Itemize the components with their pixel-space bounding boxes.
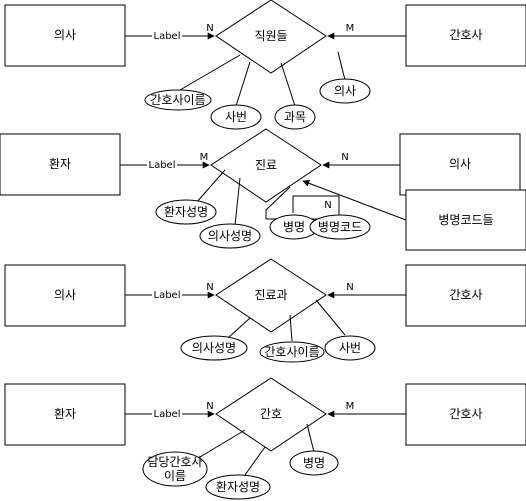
entity-doctor[interactable] [4,4,126,67]
attr-employee-id[interactable] [324,335,376,361]
attr-patient-name[interactable] [155,199,217,225]
cardinality-right: M [346,23,355,34]
section-2: 환자 의사 병명코드들 진료 Label M N N 환자성명 의사성명 병명 … [0,128,526,251]
edge-label: Label [149,160,176,171]
attr-label: 간호사이름 [150,93,205,107]
attr-label: 간호사이름 [264,345,319,359]
attr-label: 의사성명 [192,341,236,355]
attr-label: 의사성명 [208,229,252,243]
attr-label: 이름 [164,469,186,483]
cardinality-self: N [324,200,331,211]
attr-line [306,423,315,453]
relation-treatment[interactable] [210,128,322,203]
entity-patient-label: 환자 [54,407,76,421]
entity-doctor[interactable] [4,264,126,327]
attr-doctor-name[interactable] [180,335,248,361]
cardinality-left: N [206,23,213,34]
cardinality-left: N [206,282,213,293]
attr-label: 담당간호사 [147,455,202,469]
entity-nurse-label: 간호사 [449,28,482,42]
attr-doctor[interactable] [319,78,371,104]
edge-label: Label [154,290,181,301]
relation-care[interactable] [215,377,327,452]
relation-department-label: 진료과 [254,288,287,302]
entity-nurse-label: 간호사 [449,407,482,421]
attr-nurse-name[interactable] [144,89,212,111]
cardinality-right: M [346,401,355,412]
attr-doctor-name[interactable] [199,223,261,249]
edge-label: Label [154,31,181,42]
cardinality-left: M [200,152,209,163]
cardinality-left: N [206,401,213,412]
edge-codes-treatment[interactable] [302,179,407,221]
attr-line [234,177,241,226]
attr-label: 병명코드 [318,220,362,234]
attr-line [179,54,241,91]
entity-patient-label: 환자 [49,157,71,171]
entity-nurse-label: 간호사 [449,288,482,302]
attr-label: 환자성명 [164,205,208,219]
attr-disease-code[interactable] [309,214,371,240]
relation-department[interactable] [215,258,327,333]
attr-line [195,169,226,204]
relation-staff-label: 직원들 [254,29,287,43]
edge-label: Label [154,409,181,420]
entity-patient[interactable] [4,383,126,446]
attr-line [194,429,246,461]
relation-care-label: 간호 [260,407,282,421]
attr-label: 사번 [339,341,361,355]
section-4: 환자 간호사 간호 Label N M 담당간호사 이름 환자성명 병명 [4,377,526,500]
entity-doctor[interactable] [399,133,521,196]
section-1: 의사 간호사 직원들 Label N M 간호사이름 사번 과목 의사 [4,0,526,130]
attr-line [289,314,293,342]
entity-patient[interactable] [0,133,121,196]
attr-nurse-name[interactable] [259,341,325,363]
entity-nurse[interactable] [405,383,526,446]
cardinality-right: N [341,152,348,163]
entity-disease-codes-label: 병명코드들 [438,213,493,227]
attr-label: 의사 [334,84,356,98]
attr-label: 병명 [303,456,325,470]
attr-label: 사번 [225,110,247,124]
attr-line [337,51,346,81]
attr-line [315,299,346,336]
attr-label: 병명 [283,220,305,234]
attr-employee-id[interactable] [210,104,262,130]
attr-subject[interactable] [274,104,316,130]
relation-treatment-label: 진료 [255,158,277,172]
entity-nurse[interactable] [405,4,526,67]
entity-doctor-label: 의사 [449,157,471,171]
attr-patient-name[interactable] [205,474,271,500]
relation-staff[interactable] [215,0,327,74]
attr-line [244,446,266,476]
attr-line [227,317,251,339]
entity-disease-codes[interactable] [405,189,526,251]
cardinality-right: N [346,282,353,293]
entity-nurse[interactable] [405,264,526,327]
attr-line [280,62,296,107]
attr-label: 환자성명 [216,480,260,494]
entity-doctor-label: 의사 [54,288,76,302]
attr-disease[interactable] [289,450,339,476]
attr-label: 과목 [284,110,306,124]
attr-line [235,61,251,107]
entity-doctor-label: 의사 [54,28,76,42]
section-3: 의사 간호사 진료과 Label N N 의사성명 간호사이름 사번 [4,258,526,363]
attr-assigned-nurse-name[interactable] [142,451,208,487]
